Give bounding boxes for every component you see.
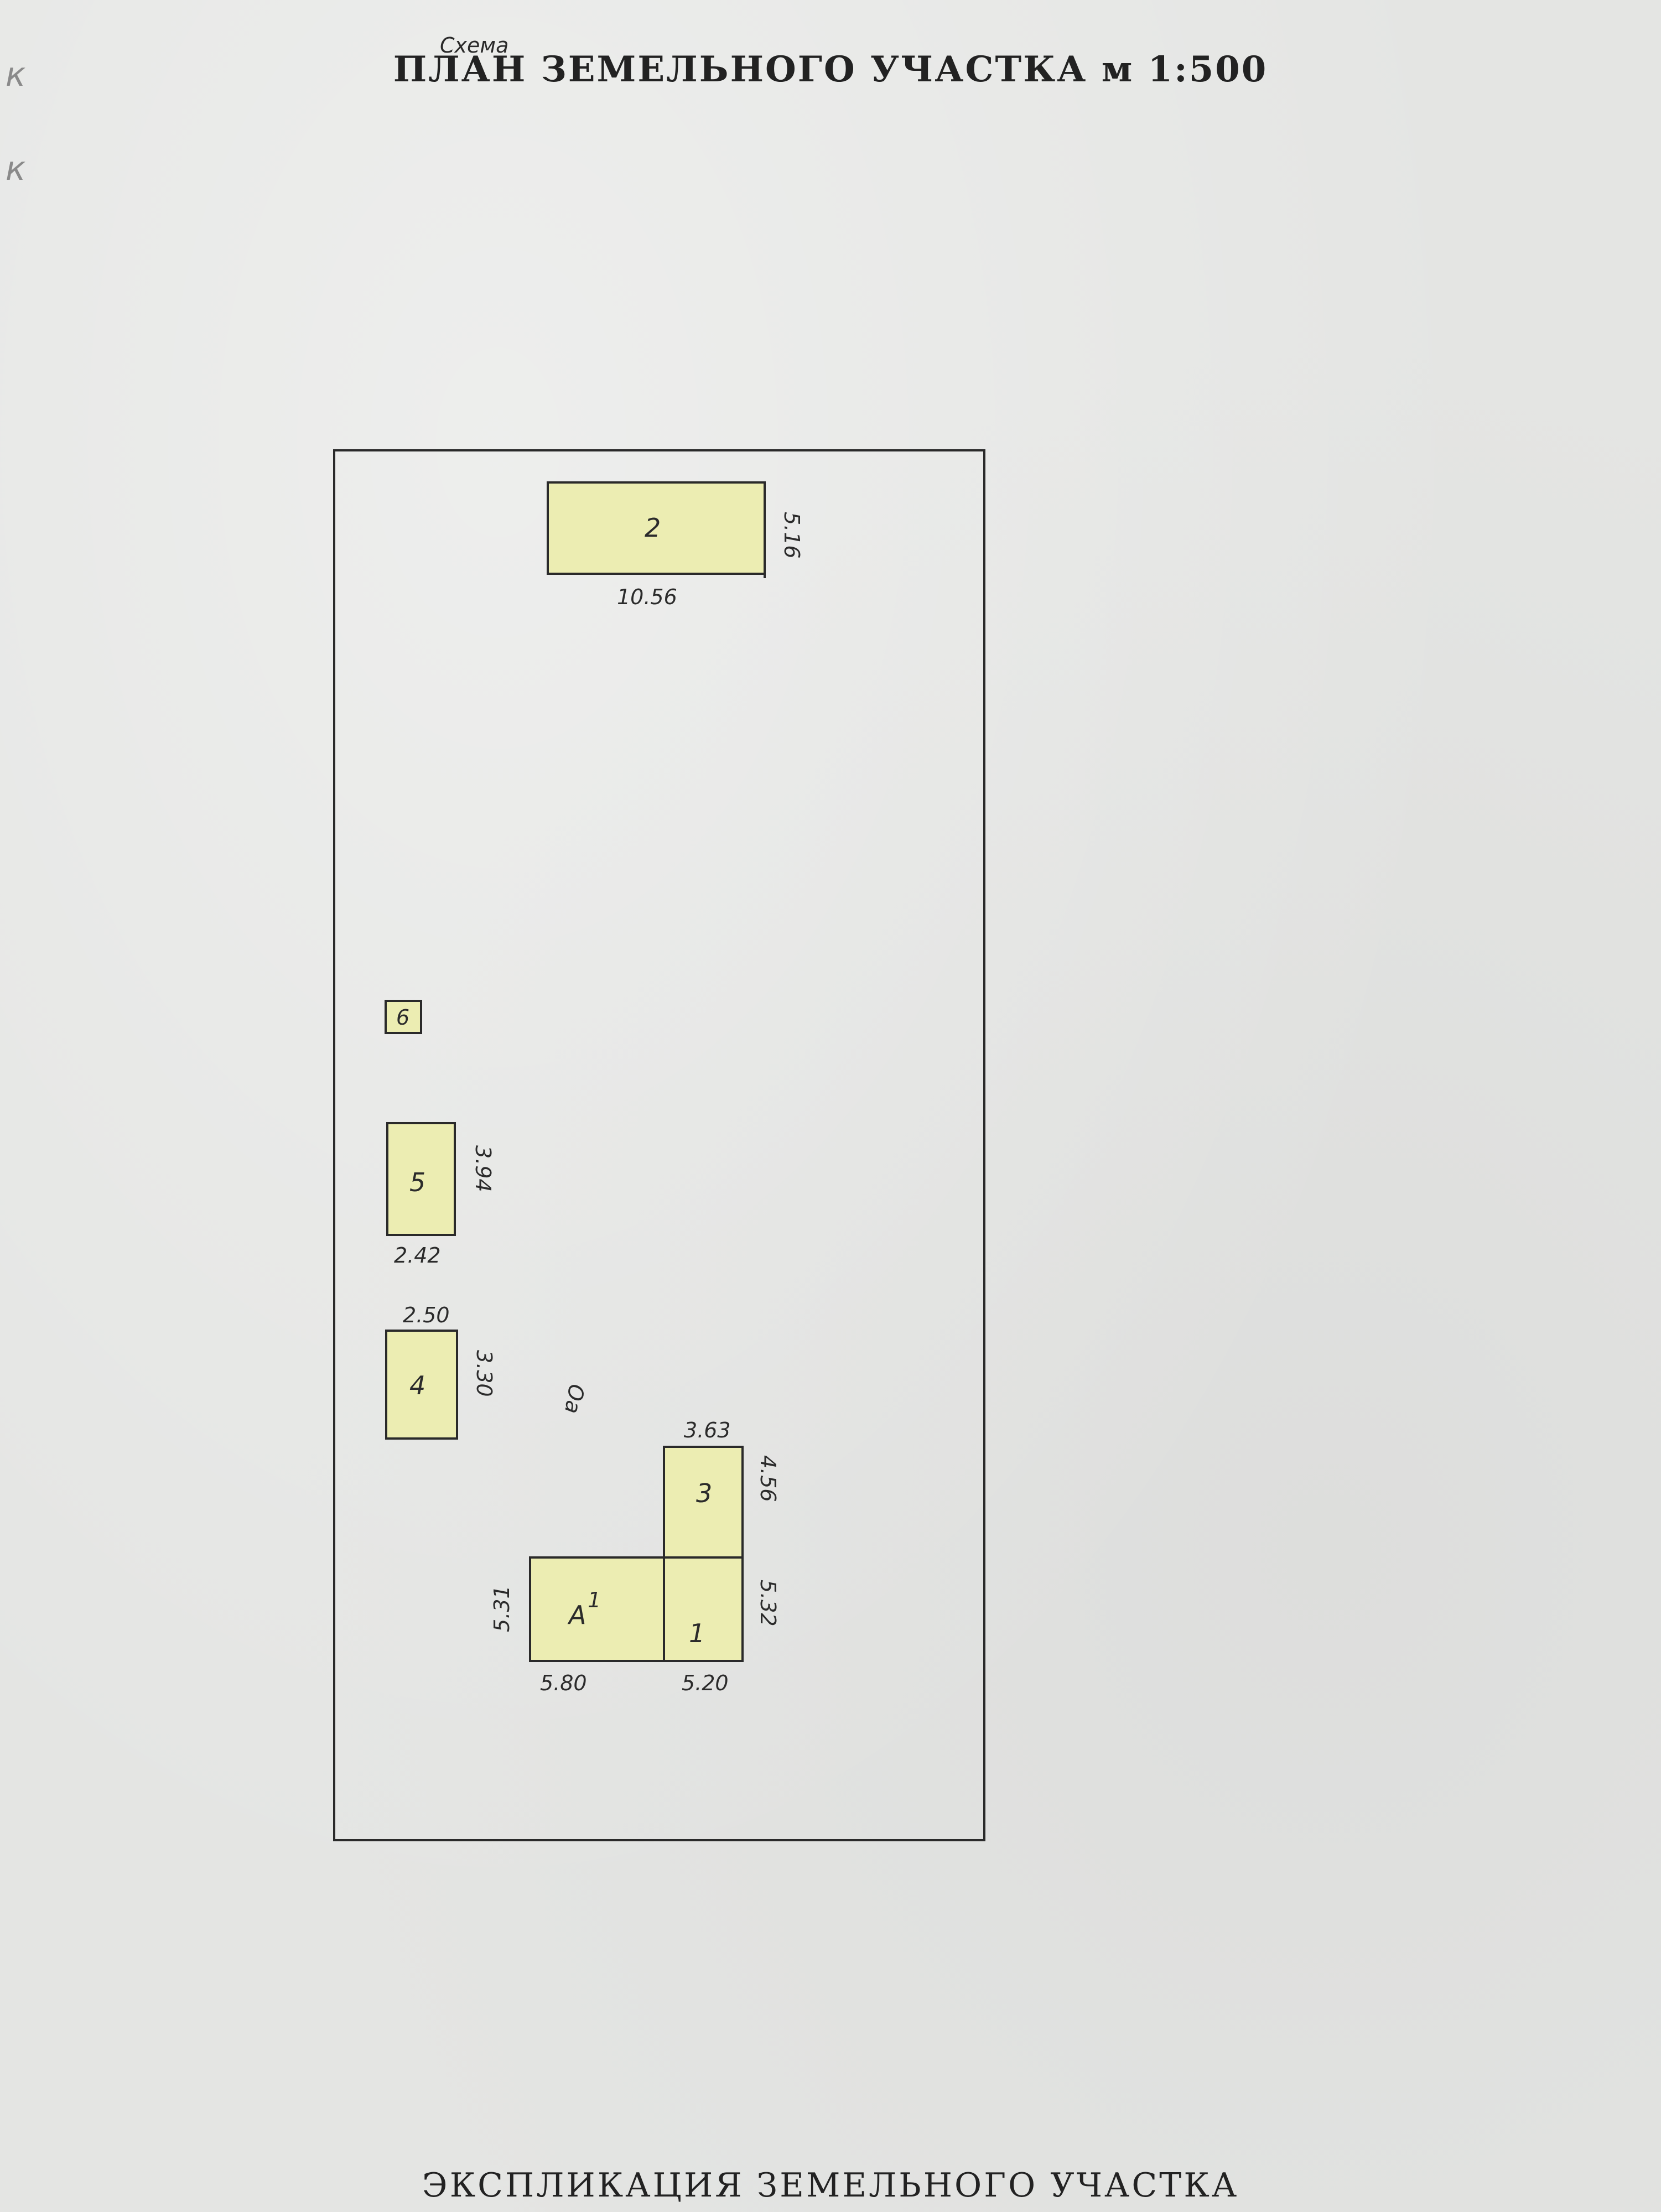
building-1-label: 1 [689, 1618, 705, 1648]
building-1-width: 5.20 [682, 1671, 729, 1695]
building-5-label: 5 [409, 1167, 425, 1197]
margin-mark-second: к [6, 149, 26, 188]
building-5: 5 2.42 3.94 [386, 1122, 495, 1268]
building-3-label: 3 [696, 1478, 712, 1508]
building-2-depth: 5.16 [780, 512, 804, 559]
building-a1-depth: 5.31 [490, 1585, 514, 1632]
plot-boundary [333, 449, 985, 1841]
building-6-label: 6 [396, 1005, 409, 1030]
margin-mark-top: к [6, 55, 26, 94]
building-6: 6 [385, 1000, 422, 1034]
building-main-a1: А 1 5.80 5.31 [490, 1556, 665, 1695]
building-1-depth: 5.32 [756, 1580, 780, 1627]
building-4-label: 4 [409, 1370, 425, 1400]
page-title: ПЛАН ЗЕМЕЛЬНОГО УЧАСТКА м 1:500 [393, 49, 1268, 90]
building-a1-width: 5.80 [540, 1671, 587, 1695]
explication-title: ЭКСПЛИКАЦИЯ ЗЕМЕЛЬНОГО УЧАСТКА [422, 2166, 1239, 2205]
building-1: 1 5.20 5.32 [663, 1556, 780, 1695]
building-4: 2.50 4 3.30 [385, 1303, 496, 1440]
building-4-width: 2.50 [403, 1303, 450, 1327]
building-3: 3.63 3 4.56 [663, 1418, 780, 1559]
building-a1-index: 1 [588, 1588, 601, 1612]
building-a1-letter: А [567, 1600, 586, 1630]
building-2: 2 10.56 5.16 [547, 481, 804, 609]
building-4-depth: 3.30 [472, 1350, 496, 1397]
building-5-width: 2.42 [394, 1243, 441, 1268]
scheme-note: Схема [440, 33, 509, 58]
building-3-width: 3.63 [684, 1418, 731, 1442]
building-3-depth: 4.56 [756, 1455, 780, 1502]
building-5-depth: 3.94 [471, 1145, 495, 1192]
plot-annotation: Оа [560, 1382, 589, 1415]
building-2-label: 2 [645, 513, 661, 543]
building-2-width: 10.56 [617, 585, 677, 609]
